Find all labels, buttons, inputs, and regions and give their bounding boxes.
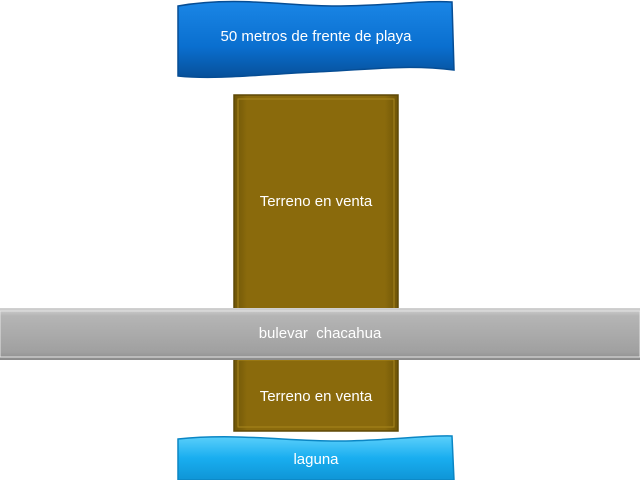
beach-banner-shape — [177, 0, 455, 79]
road-shape — [0, 308, 640, 360]
lower-plot-shape — [233, 355, 399, 432]
boulevard-road: bulevar chacahua — [0, 308, 640, 360]
upper-plot-shape — [233, 94, 399, 314]
lower-plot-label: Terreno en venta — [259, 388, 373, 405]
upper-plot-for-sale: Terreno en venta — [233, 94, 399, 314]
lagoon-banner-shape — [177, 435, 455, 480]
beach-banner-label: 50 metros de frente de playa — [220, 28, 412, 45]
lagoon-label: laguna — [293, 451, 339, 468]
road-label: bulevar chacahua — [258, 325, 382, 342]
upper-plot-label: Terreno en venta — [259, 193, 373, 210]
lower-plot-for-sale: Terreno en venta — [233, 355, 399, 432]
beach-frontage-banner: 50 metros de frente de playa — [176, 0, 456, 80]
lagoon-banner: laguna — [176, 433, 456, 480]
